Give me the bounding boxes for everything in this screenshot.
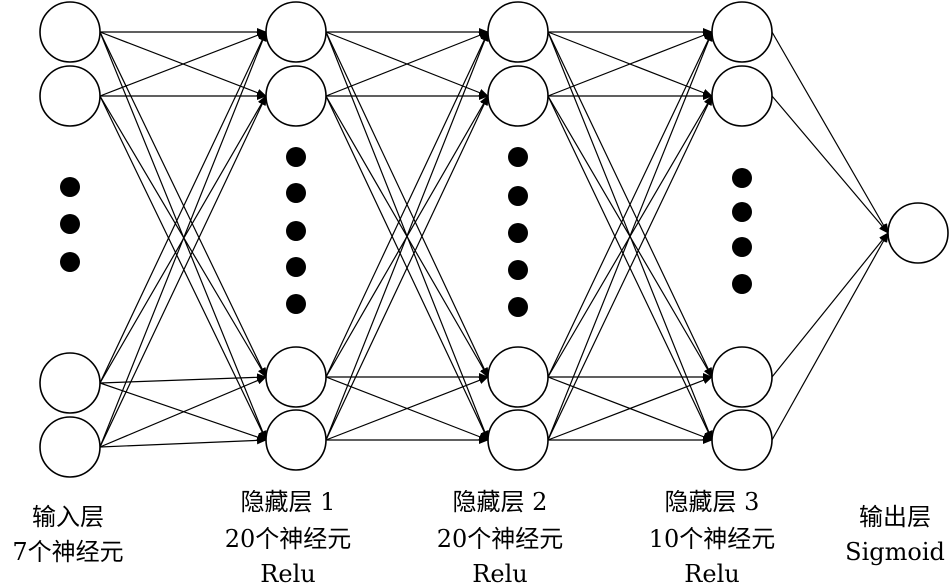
connection-arrow [99, 95, 267, 448]
ellipsis-dot [508, 186, 528, 206]
connection-arrow [99, 373, 267, 384]
neuron-node [487, 1, 549, 63]
neuron-node [711, 409, 773, 471]
connection-arrow [325, 31, 489, 378]
connection-arrow [325, 31, 489, 441]
hidden-layer-1-activation: Relu [260, 560, 315, 587]
neuron-node [265, 409, 327, 471]
connection-arrow [325, 31, 489, 97]
ellipsis-dot [286, 294, 306, 314]
ellipsis-dot [508, 223, 528, 243]
hidden-layer-2-activation: Relu [472, 560, 527, 587]
hidden-layer-3-neurons: 10个神经元 [649, 525, 776, 553]
neuron-node [487, 346, 549, 408]
neuron-node [39, 1, 101, 63]
neuron-node [265, 1, 327, 63]
connection-arrow [547, 31, 713, 441]
connections [99, 28, 889, 448]
connection-arrow [99, 31, 267, 97]
neuron-node [487, 409, 549, 471]
hidden-layer-1-neurons: 20个神经元 [225, 525, 352, 553]
connection-arrow [99, 31, 267, 448]
connection-arrow [99, 31, 267, 378]
ellipsis-dot [60, 214, 80, 234]
hidden-layer-3-activation: Relu [684, 560, 739, 587]
hidden-layer-1-label: 隐藏层 1 [241, 488, 336, 516]
neuron-node [711, 65, 773, 127]
ellipsis-dot [60, 177, 80, 197]
connection-arrow [325, 95, 489, 441]
neuron-node [39, 65, 101, 127]
connection-arrow [771, 232, 889, 441]
connection-arrow [99, 31, 267, 384]
connection-arrow [547, 31, 713, 97]
connection-arrow [771, 232, 889, 378]
connection-arrow [99, 95, 267, 441]
connection-arrow [99, 376, 267, 448]
neuron-node [487, 65, 549, 127]
connection-arrow [325, 376, 489, 441]
ellipsis-dot [286, 257, 306, 277]
hidden-layer-2-label: 隐藏层 2 [453, 488, 548, 516]
ellipsis-dot [508, 260, 528, 280]
input-layer-neurons: 7个神经元 [12, 538, 123, 566]
neuron-node [887, 202, 949, 264]
hidden-layer-3-label: 隐藏层 3 [665, 488, 760, 516]
ellipsis-dot [732, 274, 752, 294]
ellipsis-dot [286, 147, 306, 167]
connection-arrow [771, 31, 889, 234]
neuron-node [711, 346, 773, 408]
ellipsis-dot [286, 221, 306, 241]
neurons [39, 1, 949, 478]
connection-arrow [99, 95, 267, 378]
connection-arrow [547, 376, 713, 441]
output-layer-label: 输出层 [859, 503, 931, 531]
ellipsis-dot [60, 252, 80, 272]
ellipsis-dot [732, 202, 752, 222]
neuron-node [711, 1, 773, 63]
connection-arrow [771, 95, 889, 234]
neuron-node [39, 352, 101, 414]
connection-arrow [547, 31, 713, 378]
input-layer-label: 输入层 [32, 503, 104, 531]
output-layer-activation: Sigmoid [845, 538, 945, 566]
ellipsis-dot [732, 168, 752, 188]
ellipsis-dot [732, 237, 752, 257]
connection-arrow [99, 436, 267, 448]
ellipsis-dot [508, 297, 528, 317]
hidden-layer-2-neurons: 20个神经元 [437, 525, 564, 553]
neuron-node [265, 346, 327, 408]
neuron-node [265, 65, 327, 127]
ellipsis-dot [508, 147, 528, 167]
connection-arrow [547, 95, 713, 441]
ellipsis-dot [286, 183, 306, 203]
ellipsis-dots [60, 147, 752, 317]
neuron-node [39, 416, 101, 478]
